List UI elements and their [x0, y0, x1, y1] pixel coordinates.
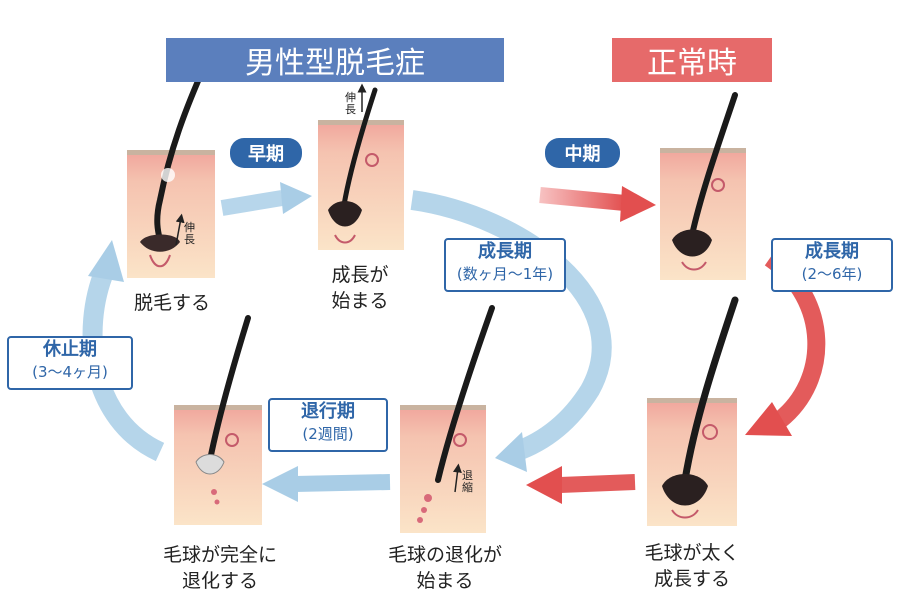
phase-resting-name: 休止期	[43, 339, 97, 360]
phase-growth-normal-duration: (2〜6年)	[801, 265, 863, 283]
caption-bulb-regressed-line1: 毛球が完全に	[162, 544, 277, 566]
shrink-arrow	[452, 463, 462, 493]
caption-bulb-regress-start-line2: 始まる	[416, 570, 474, 592]
normal-cycle-arrows	[526, 186, 826, 504]
annotation-extend-1: 伸長	[184, 221, 195, 246]
skin-normal-thick	[647, 296, 739, 526]
phase-regression-name: 退行期	[301, 401, 355, 422]
phase-regression: 退行期 (2週間)	[268, 398, 388, 452]
caption-growth-start-line2: 始まる	[331, 290, 389, 312]
caption-bulb-thick-line1: 毛球が太く	[644, 542, 740, 564]
pill-middle: 中期	[545, 138, 620, 168]
caption-bulb-regress-start: 毛球の退化が 始まる	[365, 542, 525, 594]
pill-early: 早期	[230, 138, 302, 168]
phase-resting: 休止期 (3〜4ヶ月)	[7, 336, 133, 390]
caption-growth-start: 成長が 始まる	[300, 262, 420, 314]
caption-bulb-thick-line2: 成長する	[653, 568, 730, 590]
title-aga: 男性型脱毛症	[166, 38, 504, 82]
phase-growth-aga-duration: (数ヶ月〜1年)	[456, 265, 554, 283]
caption-growth-start-line1: 成長が	[331, 264, 389, 286]
caption-bulb-regressed-line2: 退化する	[181, 570, 258, 592]
annotation-shrink: 退縮	[462, 469, 473, 494]
skin-regression-start	[400, 305, 495, 533]
title-normal: 正常時	[612, 38, 772, 82]
phase-growth-normal: 成長期 (2〜6年)	[771, 238, 893, 292]
extend-arrow-1	[175, 213, 185, 246]
phase-growth-normal-name: 成長期	[805, 241, 859, 262]
annotation-extend-2: 伸長	[345, 91, 356, 116]
skin-fully-regressed	[174, 315, 262, 525]
phase-regression-duration: (2週間)	[302, 425, 354, 443]
phase-growth-aga-name: 成長期	[478, 241, 532, 262]
skin-growth-start	[318, 87, 404, 250]
skin-shedding	[127, 62, 215, 278]
caption-shedding: 脱毛する	[133, 292, 210, 314]
caption-bulb-regress-start-line1: 毛球の退化が	[387, 544, 502, 566]
phase-growth-aga: 成長期 (数ヶ月〜1年)	[444, 238, 566, 292]
caption-bulb-regressed: 毛球が完全に 退化する	[140, 542, 300, 594]
phase-resting-duration: (3〜4ヶ月)	[32, 363, 108, 381]
caption-bulb-thick: 毛球が太く 成長する	[612, 540, 772, 592]
skin-normal-middle	[660, 92, 746, 280]
